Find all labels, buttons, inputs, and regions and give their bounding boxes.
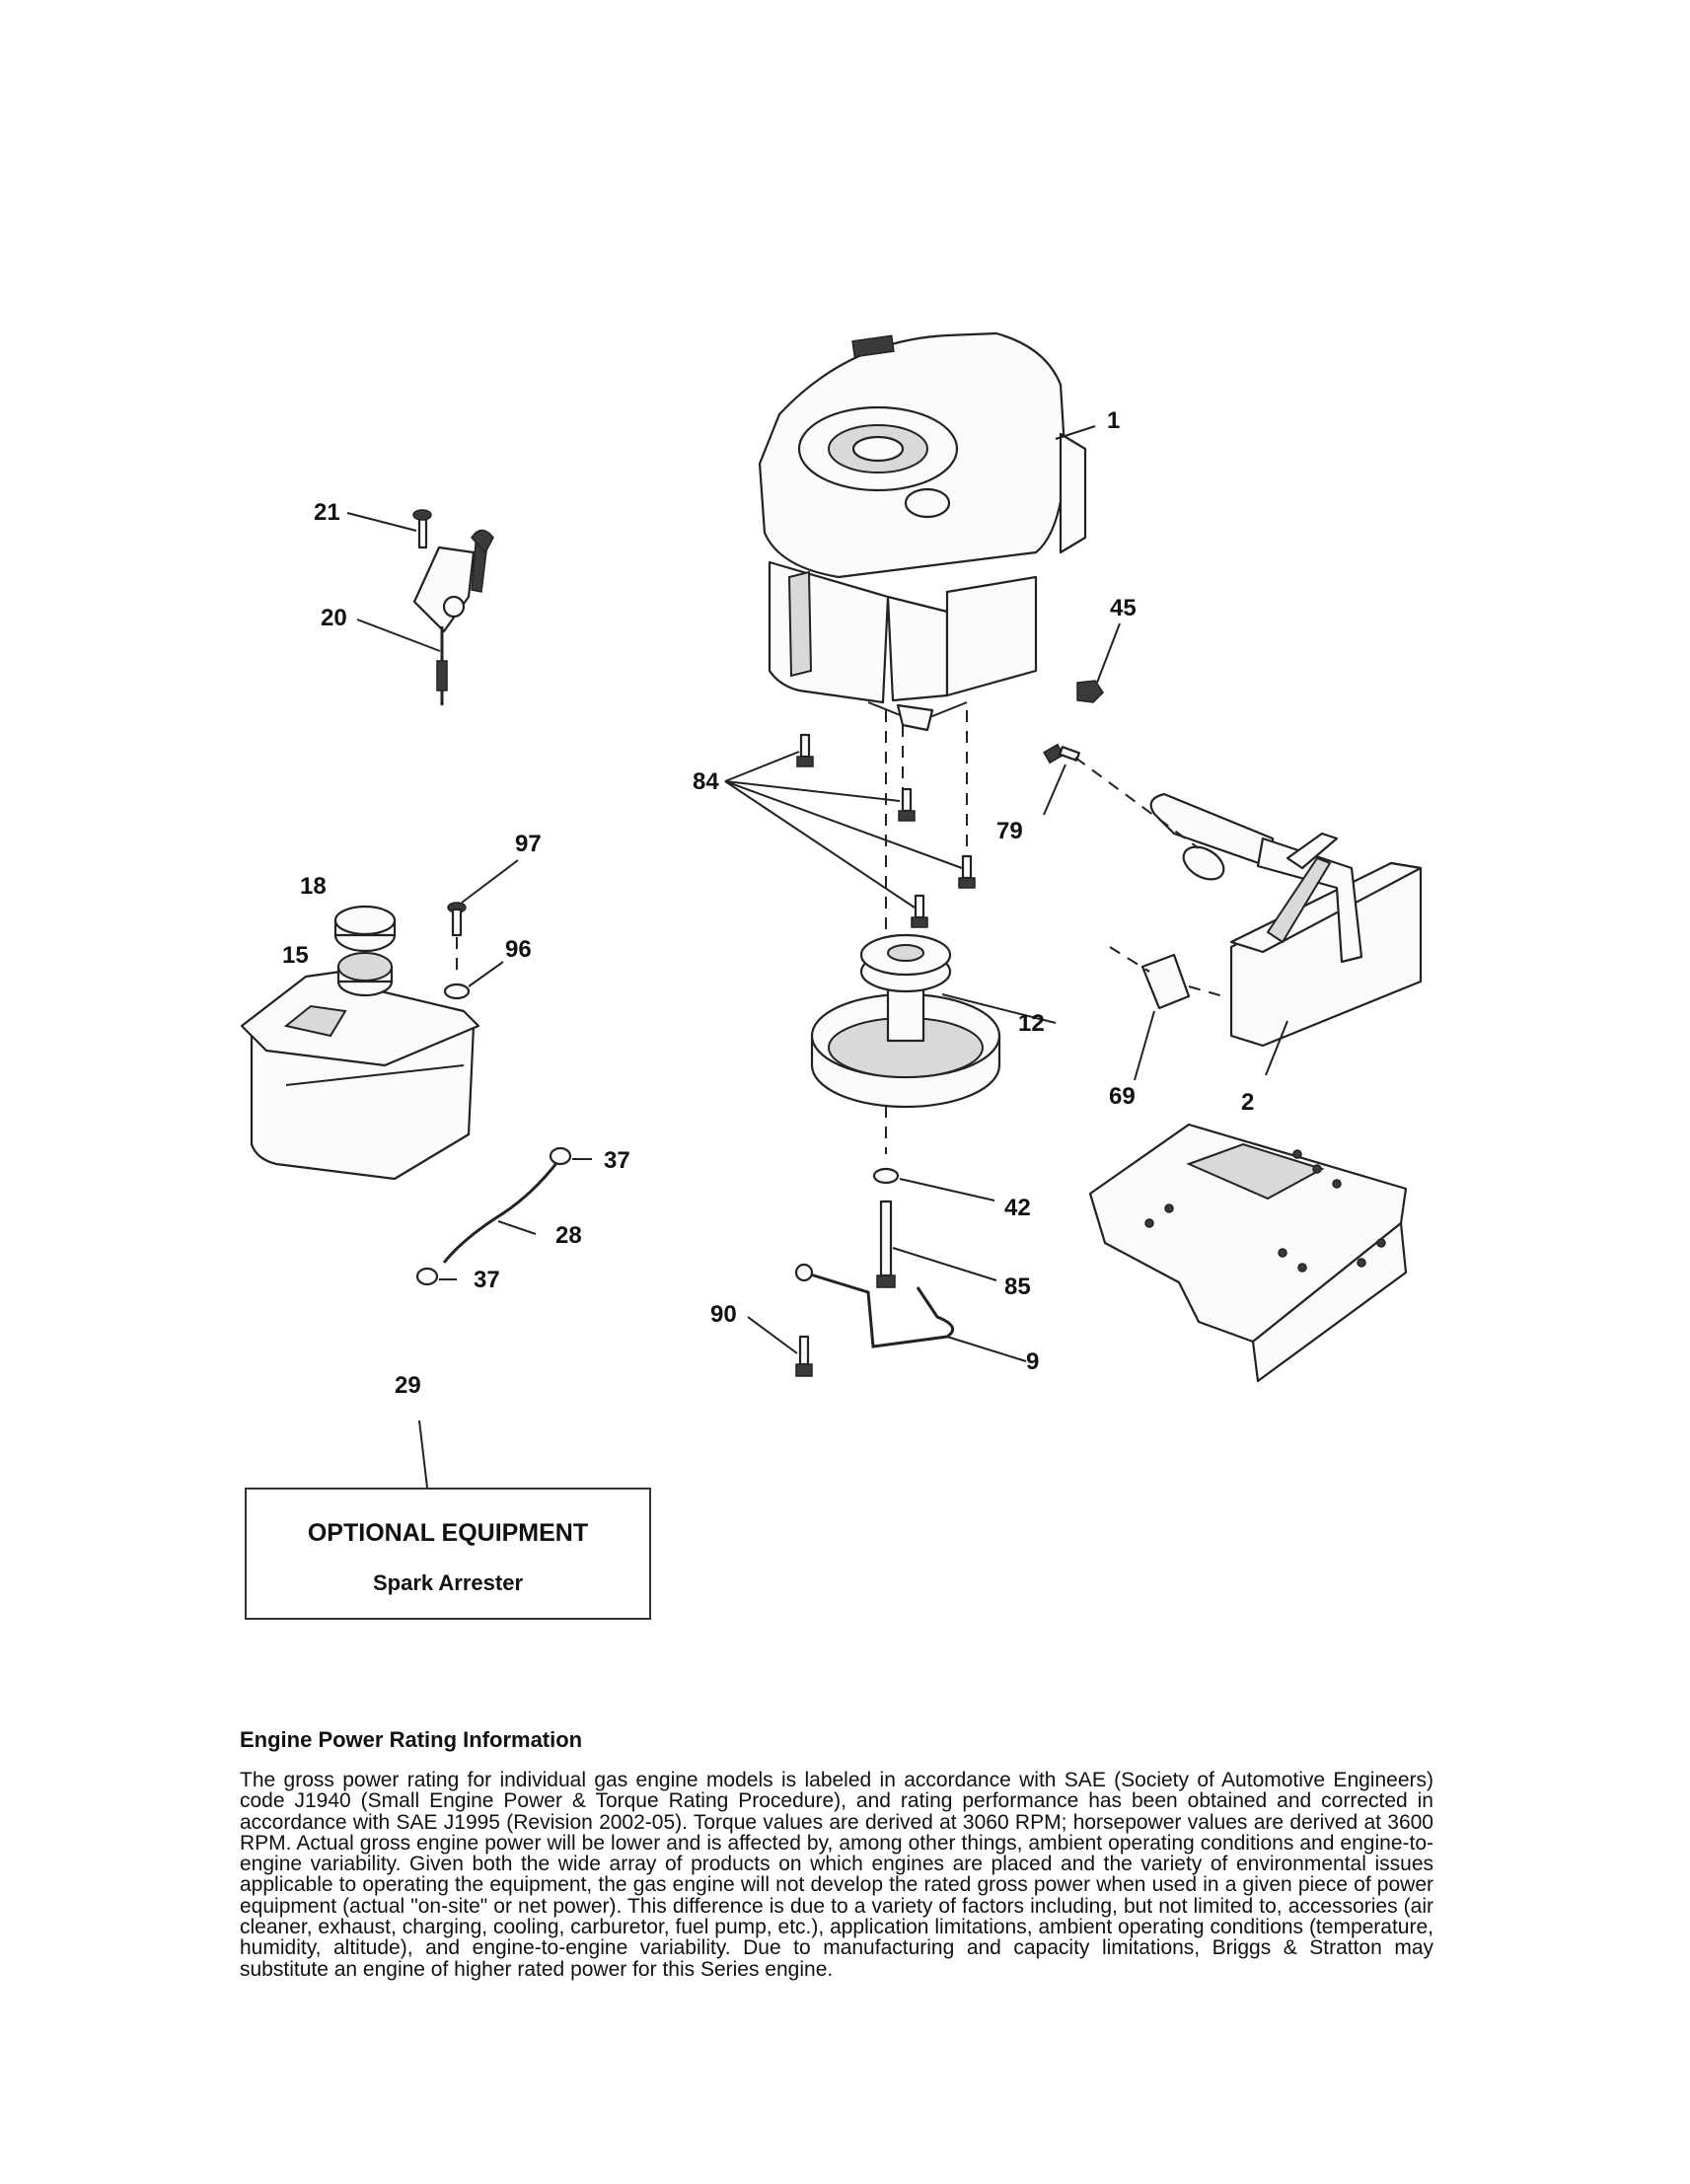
callout-79: 79 (996, 818, 1023, 844)
pulley-drawing (810, 933, 1001, 1109)
optional-equipment-item: Spark Arrester (372, 1570, 524, 1595)
callout-37-bottom: 37 (474, 1267, 500, 1293)
muffler-drawing (1149, 792, 1423, 1048)
engine-power-body: The gross power rating for individual ga… (240, 1769, 1433, 1981)
callout-69: 69 (1109, 1083, 1136, 1110)
callout-85: 85 (1004, 1274, 1031, 1300)
fuel-line-28 (442, 1161, 559, 1264)
callout-42: 42 (1004, 1195, 1031, 1221)
optional-equipment-title: OPTIONAL EQUIPMENT (307, 1519, 589, 1547)
mount-plate-drawing (1088, 1123, 1408, 1383)
leader-lines (346, 425, 1288, 1489)
throttle-control-drawing (412, 509, 494, 705)
callout-12: 12 (1018, 1010, 1045, 1037)
washer-42 (872, 1167, 900, 1185)
clamp-37-bottom (415, 1267, 439, 1286)
clamp-37-top (549, 1146, 572, 1166)
fuel-cap-18 (333, 905, 397, 953)
callout-97: 97 (515, 831, 542, 857)
callout-84: 84 (693, 768, 719, 795)
callout-21: 21 (314, 499, 340, 526)
callout-9: 9 (1026, 1348, 1039, 1375)
optional-equipment-box: OPTIONAL EQUIPMENT Spark Arrester (245, 1488, 651, 1620)
bolt-97 (447, 902, 467, 937)
engine-power-heading: Engine Power Rating Information (240, 1727, 583, 1752)
callout-labels: 1 45 21 20 84 79 97 18 96 15 12 69 2 37 … (282, 407, 1254, 1399)
callout-15: 15 (282, 942, 309, 969)
nut-45 (1076, 680, 1104, 703)
callout-96: 96 (505, 936, 532, 963)
callout-20: 20 (321, 605, 347, 631)
callout-45: 45 (1110, 595, 1137, 621)
fuel-tank-drawing (240, 952, 480, 1181)
callout-2: 2 (1241, 1089, 1254, 1116)
callout-28: 28 (555, 1222, 582, 1249)
callout-37-top: 37 (604, 1147, 630, 1174)
callout-1: 1 (1107, 407, 1120, 434)
bolts-84 (796, 733, 976, 928)
bracket-9 (803, 1271, 955, 1348)
washer-96 (443, 983, 471, 1000)
callout-90: 90 (710, 1301, 737, 1328)
engine-drawing (758, 331, 1087, 732)
callout-29: 29 (395, 1372, 421, 1399)
bolt-85 (876, 1200, 896, 1288)
bolt-90 (795, 1335, 813, 1377)
callout-18: 18 (300, 873, 327, 900)
gasket-69 (1140, 953, 1191, 1010)
bolt-79 (1043, 743, 1080, 764)
